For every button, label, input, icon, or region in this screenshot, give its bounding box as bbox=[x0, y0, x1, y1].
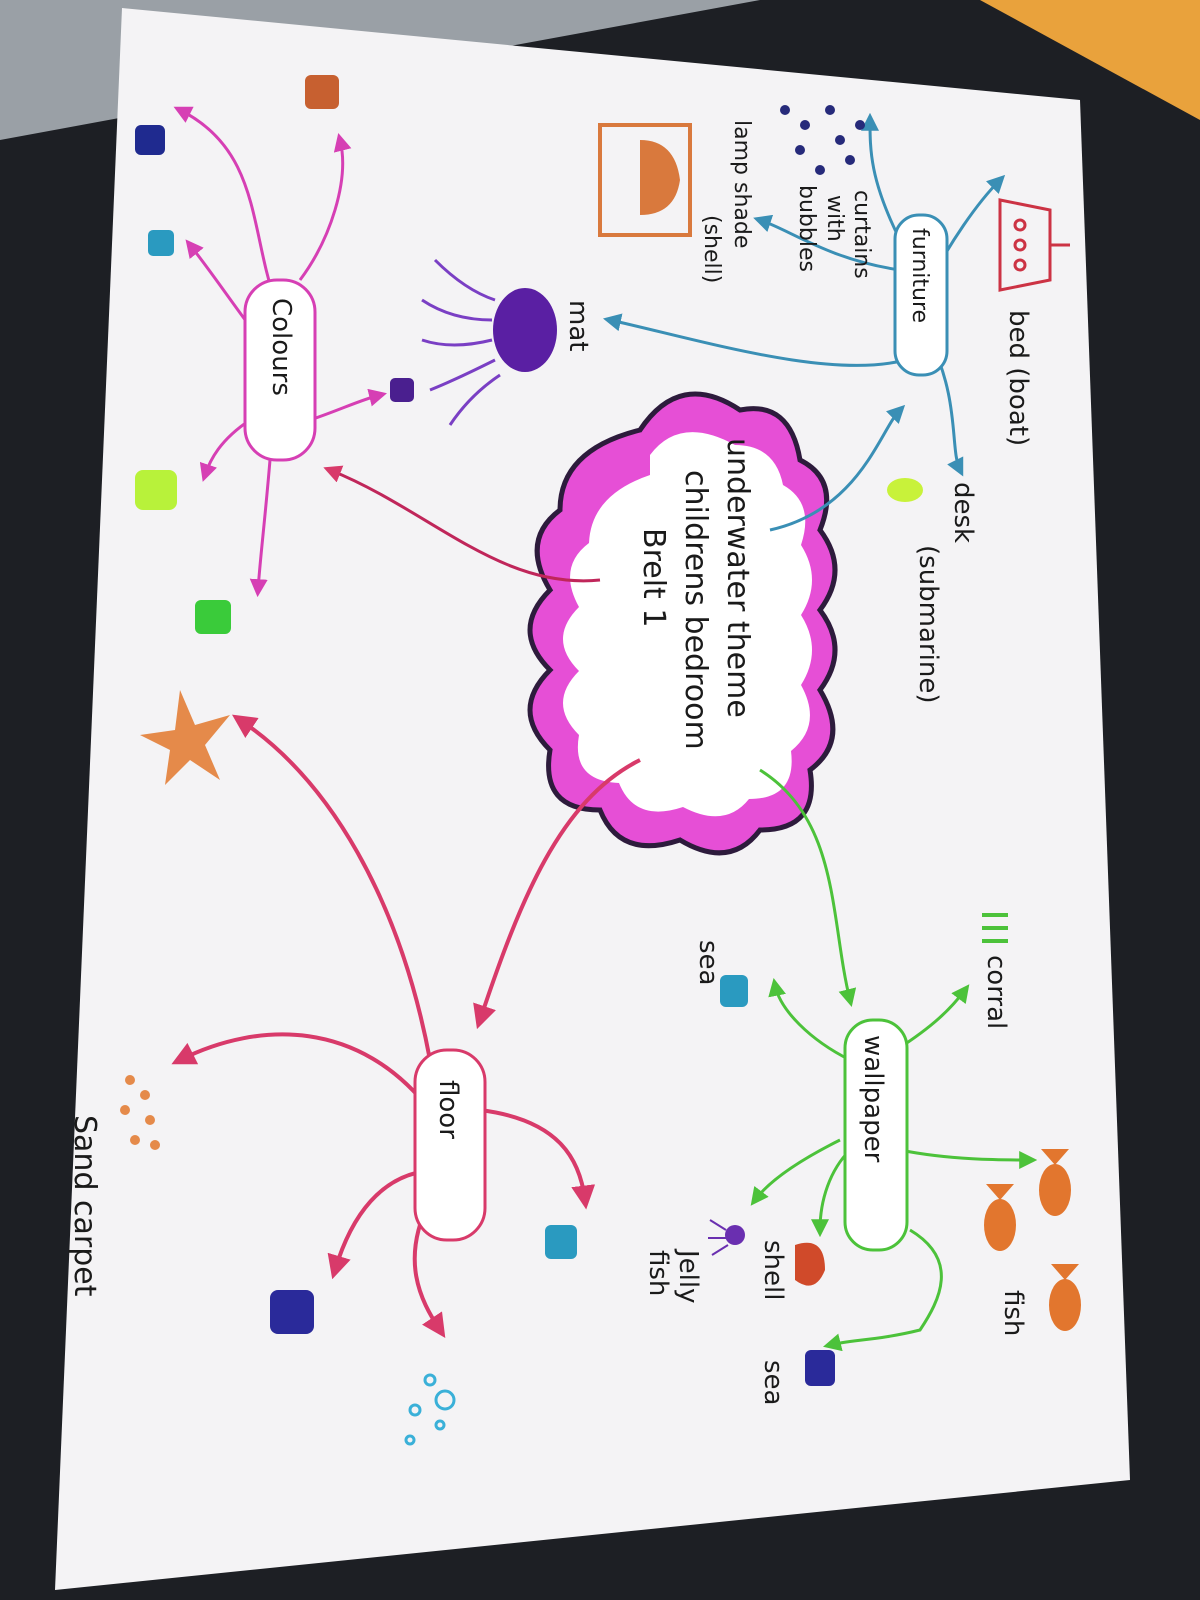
shell-drawing bbox=[795, 1242, 825, 1286]
curtains-label-3: bubbles bbox=[794, 185, 819, 272]
furniture-node: furniture bbox=[893, 213, 949, 377]
swatch-green bbox=[195, 600, 231, 634]
boat-drawing bbox=[998, 198, 1070, 292]
swatch-orange bbox=[305, 75, 339, 109]
jellyfish-drawing bbox=[421, 258, 557, 426]
center-title-line2: childrens bedroom bbox=[678, 470, 713, 750]
floor-swatch-teal bbox=[545, 1225, 577, 1259]
small-jellyfish-drawing bbox=[708, 1219, 745, 1256]
corral-drawing bbox=[982, 913, 1008, 943]
fish-label: fish bbox=[998, 1290, 1028, 1336]
lamp-drawing bbox=[598, 123, 692, 237]
sea-label: sea bbox=[693, 940, 723, 985]
desk-label-2: (submarine) bbox=[913, 545, 943, 703]
floor-branch bbox=[171, 714, 641, 1338]
bed-label: bed (boat) bbox=[1003, 310, 1033, 446]
colours-node: Colours bbox=[243, 278, 317, 462]
mat-label: mat bbox=[563, 300, 593, 351]
center-cloud: underwater theme childrens bedroom Brelt… bbox=[527, 391, 838, 856]
jellyfish-label-1: Jelly bbox=[673, 1248, 703, 1304]
fish-drawing bbox=[984, 1149, 1081, 1331]
jellyfish-label-2: fish bbox=[643, 1250, 673, 1296]
wallpaper-label: wallpaper bbox=[858, 1035, 888, 1163]
wallpaper-branch bbox=[750, 768, 1038, 1352]
floor-bubbles bbox=[404, 1373, 456, 1446]
orange-object bbox=[980, 0, 1200, 120]
bubbles-drawing bbox=[780, 105, 865, 175]
center-title-line1: underwater theme bbox=[720, 438, 755, 718]
wallpaper-node: wallpaper bbox=[843, 1018, 909, 1252]
swatch-teal bbox=[148, 230, 174, 256]
sea2-label: sea bbox=[758, 1360, 788, 1405]
corral-label: corral bbox=[981, 955, 1011, 1029]
floor-label: floor bbox=[433, 1080, 463, 1139]
curtains-label-2: with bbox=[822, 195, 847, 242]
center-title-line3: Brelt 1 bbox=[636, 528, 671, 627]
sand-carpet-label: Sand carpet bbox=[67, 1115, 102, 1297]
starfish-drawing bbox=[140, 690, 230, 785]
shell-label: shell bbox=[758, 1240, 788, 1300]
floor-swatch-navy bbox=[270, 1290, 314, 1334]
floor-node: floor bbox=[413, 1048, 487, 1242]
colours-branch bbox=[173, 106, 601, 598]
desk-label: desk bbox=[948, 482, 978, 543]
lamp-label-1: lamp shade bbox=[729, 120, 754, 248]
sand-dots bbox=[120, 1075, 160, 1150]
furniture-label: furniture bbox=[907, 228, 932, 323]
colours-label: Colours bbox=[266, 298, 296, 396]
sea2-swatch bbox=[805, 1350, 835, 1386]
curtains-label-1: curtains bbox=[849, 190, 874, 279]
swatch-purple bbox=[390, 378, 414, 402]
swatch-navy bbox=[135, 125, 165, 155]
sea-swatch bbox=[720, 975, 748, 1007]
submarine-icon bbox=[887, 478, 923, 502]
colour-swatches bbox=[135, 75, 414, 634]
lamp-label-2: (shell) bbox=[699, 215, 724, 283]
swatch-lime bbox=[135, 470, 177, 510]
